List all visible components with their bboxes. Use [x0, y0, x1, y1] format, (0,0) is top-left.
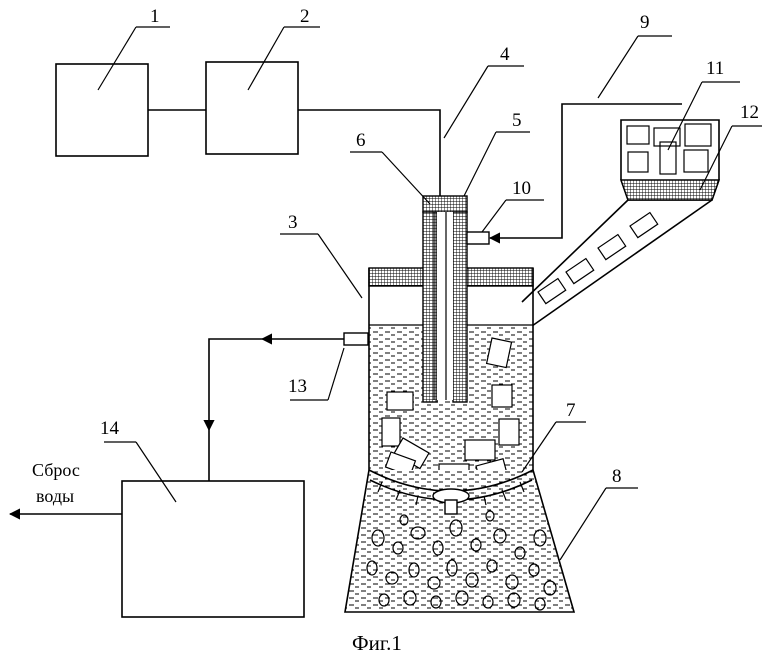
block-14 — [121, 480, 305, 618]
label-10: 10 — [512, 178, 531, 199]
bubbles — [366, 510, 557, 611]
feed-line-9 — [488, 103, 682, 244]
leader-lines — [97, 26, 762, 561]
chute — [521, 199, 713, 327]
grid-12 — [620, 179, 720, 201]
outlet-note-line1: Сброс — [32, 460, 80, 480]
port-10 — [466, 231, 490, 245]
label-13: 13 — [288, 376, 307, 397]
label-5: 5 — [512, 110, 522, 131]
lower-vessel-8 — [344, 469, 576, 613]
figure-caption: Фиг.1 — [352, 631, 402, 655]
label-8: 8 — [612, 466, 622, 487]
charge-pieces — [381, 337, 520, 485]
line-to-14 — [203, 338, 262, 432]
electrode-assembly — [422, 195, 468, 403]
label-4: 4 — [500, 44, 510, 65]
label-6: 6 — [356, 130, 366, 151]
label-11: 11 — [706, 58, 724, 79]
label-9: 9 — [640, 12, 650, 33]
label-7: 7 — [566, 400, 576, 421]
block-1 — [55, 63, 149, 157]
label-2: 2 — [300, 6, 310, 27]
port-13 — [343, 332, 369, 346]
label-12: 12 — [740, 102, 759, 123]
outlet-note-line2: воды — [36, 486, 74, 506]
label-3: 3 — [288, 212, 298, 233]
label-14: 14 — [100, 418, 120, 439]
block-2 — [205, 61, 299, 155]
label-1: 1 — [150, 6, 160, 27]
grate-7 — [368, 469, 534, 515]
